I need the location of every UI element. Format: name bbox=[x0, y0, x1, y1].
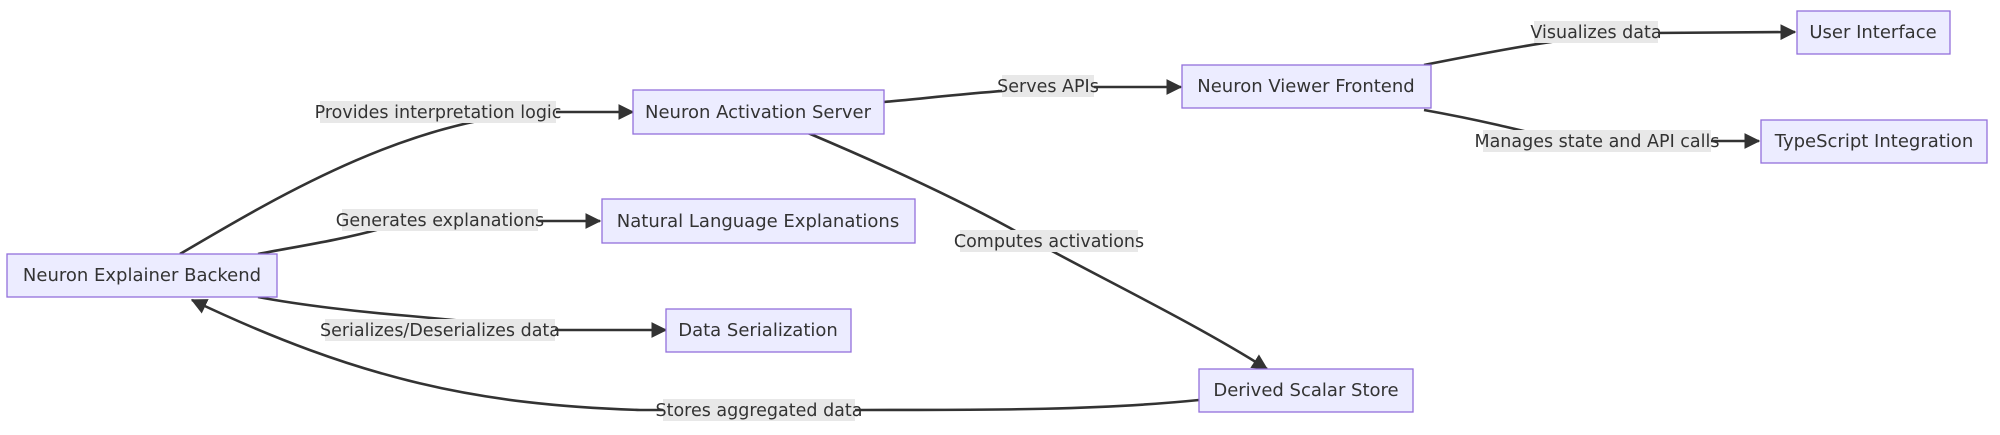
node-natural-language-explanations[interactable]: Natural Language Explanations bbox=[601, 198, 916, 244]
edge-label-text: Manages state and API calls bbox=[1474, 132, 1719, 152]
edge-label-generates-explanations: Generates explanations bbox=[336, 209, 544, 231]
node-neuron-explainer-backend[interactable]: Neuron Explainer Backend bbox=[6, 253, 278, 298]
node-box bbox=[1760, 119, 1988, 164]
edge-label-text: Serializes/Deserializes data bbox=[320, 321, 560, 341]
node-label: Neuron Viewer Frontend bbox=[1197, 76, 1414, 97]
node-neuron-viewer-frontend[interactable]: Neuron Viewer Frontend bbox=[1181, 64, 1432, 109]
edge-label-text: Serves APIs bbox=[997, 77, 1099, 97]
node-box bbox=[665, 308, 852, 353]
edge-label-text: Provides interpretation logic bbox=[315, 103, 562, 123]
edge-label-text: Computes activations bbox=[954, 232, 1144, 252]
edge-label-bg bbox=[663, 399, 855, 421]
node-label: TypeScript Integration bbox=[1774, 131, 1973, 152]
node-neuron-activation-server[interactable]: Neuron Activation Server bbox=[632, 89, 885, 135]
node-box bbox=[1181, 64, 1432, 109]
node-data-serialization[interactable]: Data Serialization bbox=[665, 308, 852, 353]
edge-label-bg bbox=[320, 101, 556, 123]
edge-label-visualizes-data: Visualizes data bbox=[1530, 21, 1662, 43]
node-label: Natural Language Explanations bbox=[617, 211, 899, 232]
edge-label-bg bbox=[1534, 21, 1658, 43]
edge-label-bg bbox=[960, 230, 1138, 252]
node-label: Neuron Activation Server bbox=[645, 102, 872, 123]
node-label: User Interface bbox=[1809, 22, 1936, 43]
edge-stores-aggregated bbox=[190, 298, 1200, 412]
node-user-interface[interactable]: User Interface bbox=[1796, 10, 1951, 55]
node-label: Neuron Explainer Backend bbox=[23, 265, 261, 286]
edge-serializes-data bbox=[257, 295, 668, 338]
edge-label-provides-logic: Provides interpretation logic bbox=[315, 101, 562, 123]
node-label: Data Serialization bbox=[678, 320, 838, 341]
node-box bbox=[1198, 368, 1414, 413]
edge-label-serves-apis: Serves APIs bbox=[997, 75, 1099, 97]
edge-provides-logic bbox=[179, 104, 635, 256]
edge-label-text: Visualizes data bbox=[1530, 23, 1661, 43]
edge-label-bg bbox=[1002, 75, 1094, 97]
edge-label-bg bbox=[342, 209, 538, 231]
edge-labels-layer: Provides interpretation logic Generates … bbox=[315, 21, 1720, 421]
node-derived-scalar-store[interactable]: Derived Scalar Store bbox=[1198, 368, 1414, 413]
edge-label-text: Stores aggregated data bbox=[655, 401, 862, 421]
edge-label-stores-aggregated: Stores aggregated data bbox=[655, 399, 863, 421]
edge-label-bg bbox=[1483, 130, 1711, 152]
node-box bbox=[601, 198, 916, 244]
node-box bbox=[1796, 10, 1951, 55]
edge-label-computes-activations: Computes activations bbox=[954, 230, 1144, 252]
node-box bbox=[6, 253, 278, 298]
edge-label-serializes-data: Serializes/Deserializes data bbox=[320, 319, 560, 341]
node-box bbox=[632, 89, 885, 135]
node-typescript-integration[interactable]: TypeScript Integration bbox=[1760, 119, 1988, 164]
edge-label-text: Generates explanations bbox=[336, 211, 544, 231]
nodes-layer: Neuron Explainer Backend Neuron Activati… bbox=[6, 10, 1988, 413]
edge-label-bg bbox=[325, 319, 555, 341]
edge-label-manages-state: Manages state and API calls bbox=[1474, 130, 1720, 152]
node-label: Derived Scalar Store bbox=[1213, 380, 1398, 401]
